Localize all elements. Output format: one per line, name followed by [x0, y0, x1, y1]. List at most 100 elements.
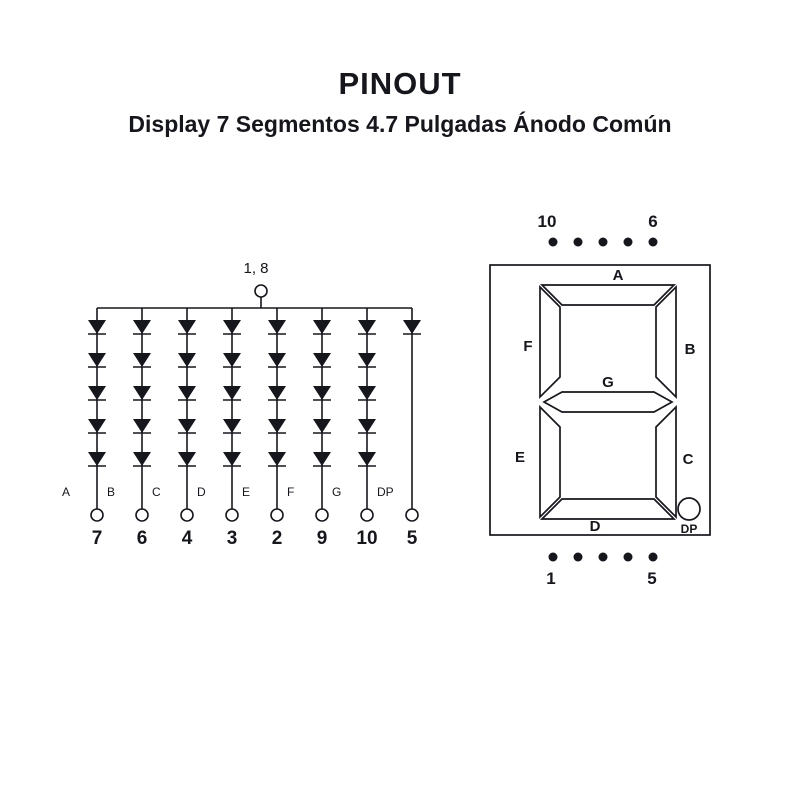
diode-symbol	[133, 452, 151, 466]
diode-symbol	[133, 320, 151, 334]
pin-terminal	[135, 508, 149, 522]
segment-b-label: B	[685, 341, 696, 358]
segment-column-e: E2	[242, 308, 286, 549]
diode-symbol	[268, 353, 286, 367]
pin-dot	[548, 552, 558, 562]
diode-symbol	[223, 419, 241, 433]
pin-number-label: 2	[272, 528, 283, 549]
segment-e-label: E	[515, 449, 525, 466]
pin-dot	[598, 237, 608, 247]
segment-letter-label: D	[197, 485, 206, 499]
bottom-pin-dots	[548, 552, 658, 562]
diode-symbol	[313, 320, 331, 334]
segment-c-shape	[655, 404, 677, 520]
diode-symbol	[313, 353, 331, 367]
diode-symbol	[223, 386, 241, 400]
segment-d-shape	[539, 498, 677, 520]
pin-terminal	[90, 508, 104, 522]
pin-dot	[623, 552, 633, 562]
diode-symbol	[313, 386, 331, 400]
segment-column-d: D3	[197, 308, 241, 549]
bottom-right-pin-label: 5	[647, 569, 656, 588]
display-body	[489, 264, 711, 536]
pin-terminal	[315, 508, 329, 522]
pin-dot	[648, 237, 658, 247]
diode-symbol	[313, 419, 331, 433]
diode-symbol	[133, 386, 151, 400]
diode-symbol	[223, 452, 241, 466]
segment-e-shape	[539, 404, 561, 520]
diode-symbol	[268, 419, 286, 433]
top-pin-dots	[548, 237, 658, 247]
pin-dot	[598, 552, 608, 562]
diode-symbol	[88, 419, 106, 433]
pin-number-label: 3	[227, 528, 238, 549]
top-right-pin-label: 6	[648, 212, 657, 231]
segment-column-a: A7	[62, 308, 106, 549]
diode-symbol	[178, 419, 196, 433]
diode-symbol	[88, 386, 106, 400]
pin-number-label: 9	[317, 528, 328, 549]
diode-symbol	[313, 452, 331, 466]
pin-number-label: 4	[182, 528, 193, 549]
diode-symbol	[268, 452, 286, 466]
diode-symbol	[358, 320, 376, 334]
pin-dot	[573, 552, 583, 562]
segment-f-shape	[539, 284, 561, 400]
segment-column-f: F9	[287, 308, 331, 549]
common-anode-label: 1, 8	[243, 260, 268, 277]
segment-g-shape	[542, 391, 674, 413]
diode-symbol	[133, 419, 151, 433]
diode-symbol	[88, 320, 106, 334]
pin-terminal	[270, 508, 284, 522]
diode-symbol	[178, 320, 196, 334]
diode-symbol	[403, 320, 421, 334]
diode-symbol	[223, 353, 241, 367]
segment-letter-label: B	[107, 485, 115, 499]
pin-terminal	[225, 508, 239, 522]
segment-b-shape	[655, 284, 677, 400]
segment-c-label: C	[683, 451, 694, 468]
page-title: PINOUT	[338, 66, 462, 101]
pin-number-label: 6	[137, 528, 148, 549]
segment-column-dp: DP5	[377, 308, 421, 549]
pin-terminal	[405, 508, 419, 522]
page-subtitle: Display 7 Segmentos 4.7 Pulgadas Ánodo C…	[128, 111, 672, 137]
diode-symbol	[133, 353, 151, 367]
segment-letter-label: G	[332, 485, 341, 499]
pin-terminal	[360, 508, 374, 522]
common-anode-terminal	[254, 284, 268, 298]
segment-d-label: D	[590, 518, 601, 535]
segment-letter-label: E	[242, 485, 250, 499]
pin-dot	[548, 237, 558, 247]
segment-dp-shape	[677, 497, 701, 521]
segment-a-label: A	[613, 267, 624, 284]
segment-dp-label: DP	[681, 522, 698, 536]
segment-f-label: F	[523, 338, 532, 355]
diode-symbol	[358, 353, 376, 367]
diode-symbol	[358, 386, 376, 400]
segment-g-label: G	[602, 374, 614, 391]
segment-letter-label: C	[152, 485, 161, 499]
diode-symbol	[178, 353, 196, 367]
diode-symbol	[358, 419, 376, 433]
diode-symbol	[223, 320, 241, 334]
segment-letter-label: F	[287, 485, 294, 499]
pin-number-label: 7	[92, 528, 103, 549]
pin-number-label: 10	[356, 528, 377, 549]
diode-symbol	[268, 320, 286, 334]
segment-column-c: C4	[152, 308, 196, 549]
diode-symbol	[178, 386, 196, 400]
pin-dot	[623, 237, 633, 247]
segment-a-shape	[539, 284, 677, 306]
pin-terminal	[180, 508, 194, 522]
diode-symbol	[358, 452, 376, 466]
diode-symbol	[88, 452, 106, 466]
diode-symbol	[268, 386, 286, 400]
diode-symbol	[88, 353, 106, 367]
segment-letter-label: A	[62, 485, 70, 499]
pin-dot	[648, 552, 658, 562]
